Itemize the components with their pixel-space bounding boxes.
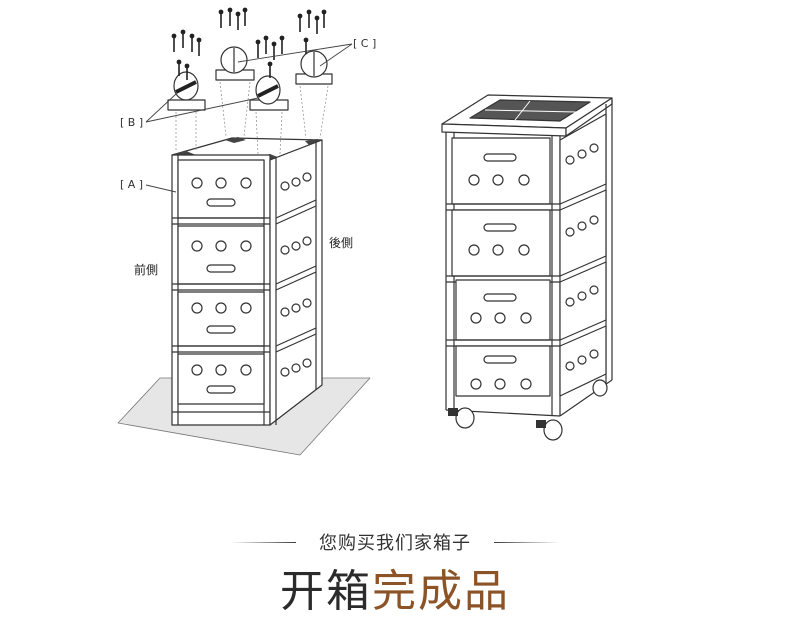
left-drawer-4 — [172, 353, 312, 413]
back-side-label: 後側 — [329, 236, 354, 250]
right-drawer-3 — [446, 261, 607, 347]
front-side-label: 前側 — [134, 263, 159, 277]
subtitle-row: 您购买我们家箱子 — [230, 529, 560, 555]
subtitle: 您购买我们家箱子 — [319, 533, 471, 554]
caster-c-left — [215, 46, 255, 81]
assembled-cabinet — [441, 94, 613, 441]
right-drawer-2 — [446, 189, 607, 283]
callout-label-a: [ A ] — [120, 178, 144, 191]
headline-part2: 完成品 — [372, 566, 510, 617]
caster-b-left — [167, 71, 206, 111]
right-drawer-4 — [455, 325, 607, 397]
left-drawer-1 — [172, 159, 317, 225]
exploded-cabinet — [117, 7, 371, 456]
caster-c-right — [295, 50, 333, 85]
assembled-casters — [448, 379, 608, 441]
right-drawer-1 — [446, 113, 607, 211]
callout-label-c: [ C ] — [353, 37, 377, 50]
caster-b-right — [249, 75, 289, 111]
callout-label-b: [ B ] — [120, 116, 144, 129]
headline: 开箱完成品 — [0, 564, 790, 620]
left-drawer-3 — [172, 291, 317, 353]
divider-right — [494, 542, 560, 543]
headline-part1: 开箱 — [280, 566, 372, 617]
left-drawer-2 — [172, 225, 317, 291]
divider-left — [230, 542, 296, 543]
